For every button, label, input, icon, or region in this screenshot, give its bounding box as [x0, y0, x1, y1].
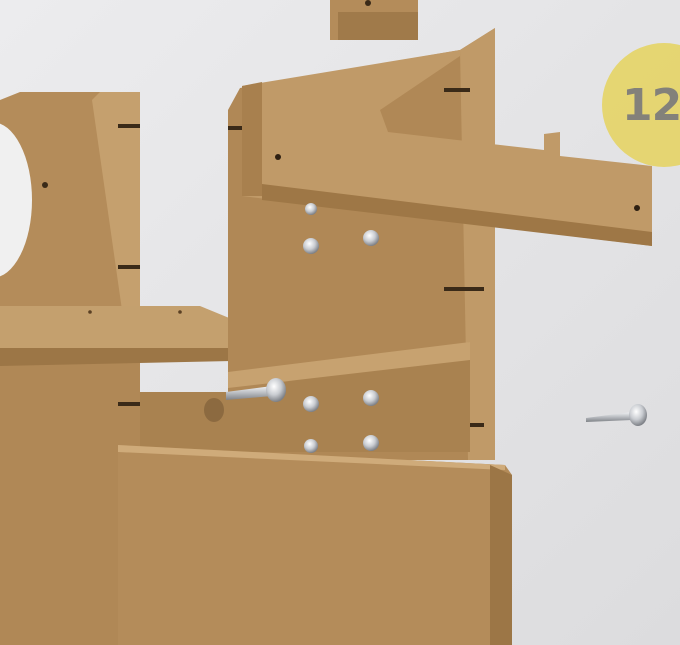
front-box [118, 445, 512, 645]
left-panel [0, 92, 140, 310]
step-number: 12 [622, 80, 680, 131]
top-post [330, 0, 418, 40]
